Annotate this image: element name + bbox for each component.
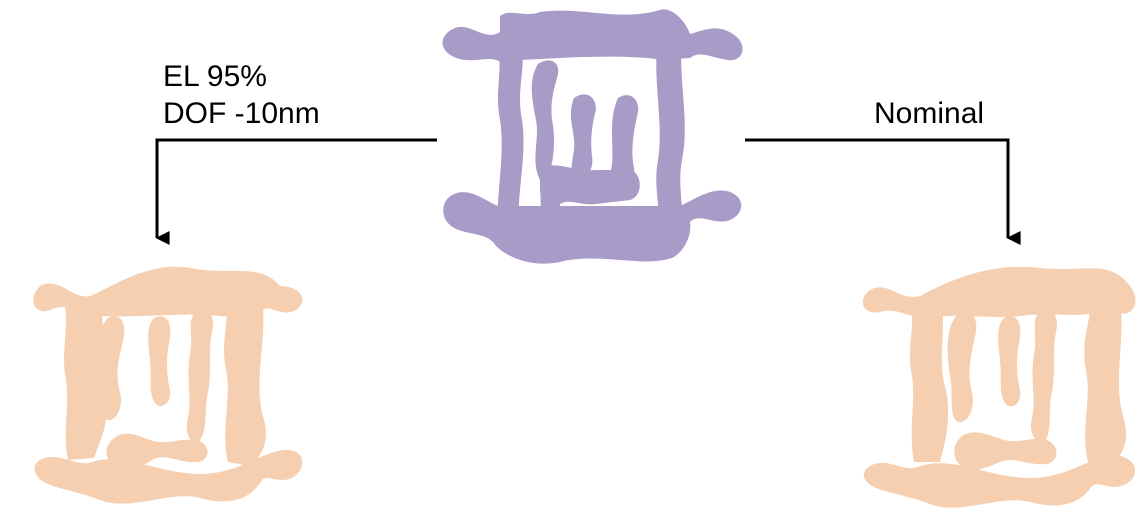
label-el: EL 95% bbox=[163, 60, 267, 93]
printed-pattern-left bbox=[33, 266, 303, 504]
arrow-right bbox=[745, 138, 1021, 245]
printed-pattern-right bbox=[862, 266, 1136, 508]
arrow-left bbox=[155, 138, 437, 245]
label-dof: DOF -10nm bbox=[163, 97, 320, 130]
label-nominal: Nominal bbox=[874, 97, 985, 130]
mask-pattern bbox=[442, 9, 743, 264]
